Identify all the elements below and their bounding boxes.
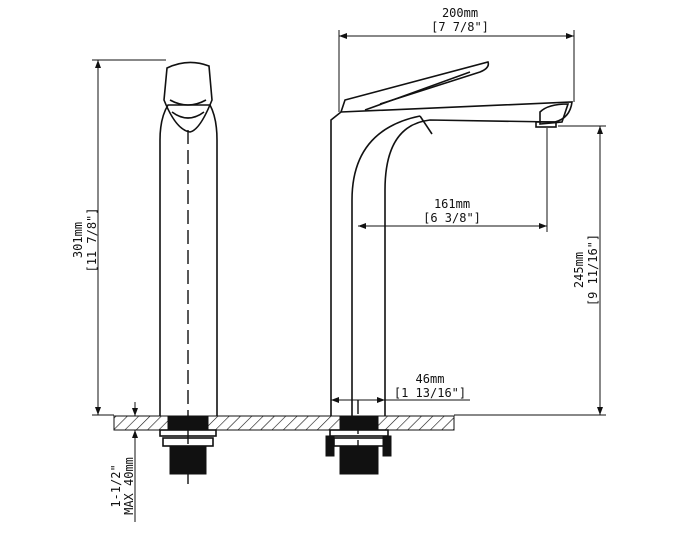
dimension-label-metric: 161mm	[434, 197, 470, 211]
dimension-label-imperial: [7 7/8"]	[431, 20, 489, 34]
countertop	[113, 415, 455, 431]
faucet-side-view	[159, 61, 218, 485]
faucet-front-view	[325, 61, 573, 475]
dimension-label-imperial: [9 11/16"]	[586, 234, 600, 306]
dimension-label-imperial: 1-1/2"	[109, 464, 123, 507]
dimension-label-metric: MAX 40mm	[122, 457, 136, 515]
dimension-label-metric: 200mm	[442, 6, 478, 20]
dimension-spout-height: 245mm [9 11/16"]	[454, 125, 606, 416]
dimension-label-imperial: [6 3/8"]	[423, 211, 481, 225]
dimension-label-metric: 46mm	[416, 372, 445, 386]
dimension-spout-reach: 161mm [6 3/8"]	[358, 128, 548, 232]
dimension-overall-height: 301mm [11 7/8"]	[71, 59, 166, 416]
dimension-label-metric: 301mm	[71, 222, 85, 258]
dimension-base-diameter: 46mm [1 13/16"]	[331, 372, 470, 403]
dimension-overall-width: 200mm [7 7/8"]	[338, 6, 575, 112]
dimension-label-imperial: [11 7/8"]	[85, 207, 99, 272]
dimension-label-metric: 245mm	[572, 252, 586, 288]
dimension-max-deck-thickness: 1-1/2" MAX 40mm	[109, 402, 138, 522]
dimension-label-imperial: [1 13/16"]	[394, 386, 466, 400]
